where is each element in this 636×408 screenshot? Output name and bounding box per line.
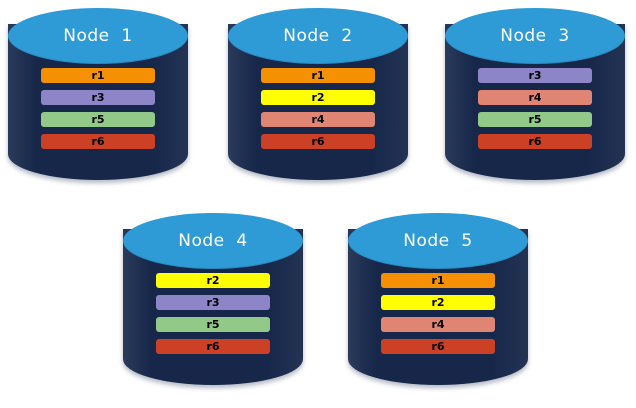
replica-bar[interactable]: r5 [41, 112, 155, 127]
replica-bar[interactable]: r2 [261, 90, 375, 105]
database-node-1[interactable]: r1 r3 r5 r6 Node 1 [8, 8, 188, 188]
replica-bar[interactable]: r3 [478, 68, 592, 83]
replica-bar[interactable]: r1 [381, 273, 495, 288]
replica-list: r1 r2 r4 r6 [261, 68, 375, 149]
replica-bar[interactable]: r1 [41, 68, 155, 83]
replica-bar[interactable]: r4 [261, 112, 375, 127]
replica-list: r1 r2 r4 r6 [381, 273, 495, 354]
database-node-5[interactable]: r1 r2 r4 r6 Node 5 [348, 213, 528, 393]
replica-bar[interactable]: r5 [156, 317, 270, 332]
replica-bar[interactable]: r1 [261, 68, 375, 83]
replica-bar[interactable]: r6 [41, 134, 155, 149]
node-title: Node 4 [178, 231, 248, 251]
replica-bar[interactable]: r5 [478, 112, 592, 127]
node-cylinder-top [228, 8, 408, 64]
node-title: Node 3 [500, 26, 570, 46]
replica-bar[interactable]: r6 [478, 134, 592, 149]
replica-bar[interactable]: r4 [478, 90, 592, 105]
replica-bar[interactable]: r2 [381, 295, 495, 310]
node-cylinder-top [445, 8, 625, 64]
replica-bar[interactable]: r6 [261, 134, 375, 149]
node-title: Node 2 [283, 26, 353, 46]
node-cylinder-top [8, 8, 188, 64]
replica-bar[interactable]: r3 [156, 295, 270, 310]
database-node-3[interactable]: r3 r4 r5 r6 Node 3 [445, 8, 625, 188]
replica-list: r2 r3 r5 r6 [156, 273, 270, 354]
replica-bar[interactable]: r6 [381, 339, 495, 354]
node-title: Node 1 [63, 26, 133, 46]
replica-bar[interactable]: r6 [156, 339, 270, 354]
node-cylinder-top [123, 213, 303, 269]
replica-list: r3 r4 r5 r6 [478, 68, 592, 149]
node-cylinder-top [348, 213, 528, 269]
replica-list: r1 r3 r5 r6 [41, 68, 155, 149]
replica-bar[interactable]: r3 [41, 90, 155, 105]
node-title: Node 5 [403, 231, 473, 251]
replica-bar[interactable]: r4 [381, 317, 495, 332]
database-node-2[interactable]: r1 r2 r4 r6 Node 2 [228, 8, 408, 188]
replica-bar[interactable]: r2 [156, 273, 270, 288]
database-node-4[interactable]: r2 r3 r5 r6 Node 4 [123, 213, 303, 393]
